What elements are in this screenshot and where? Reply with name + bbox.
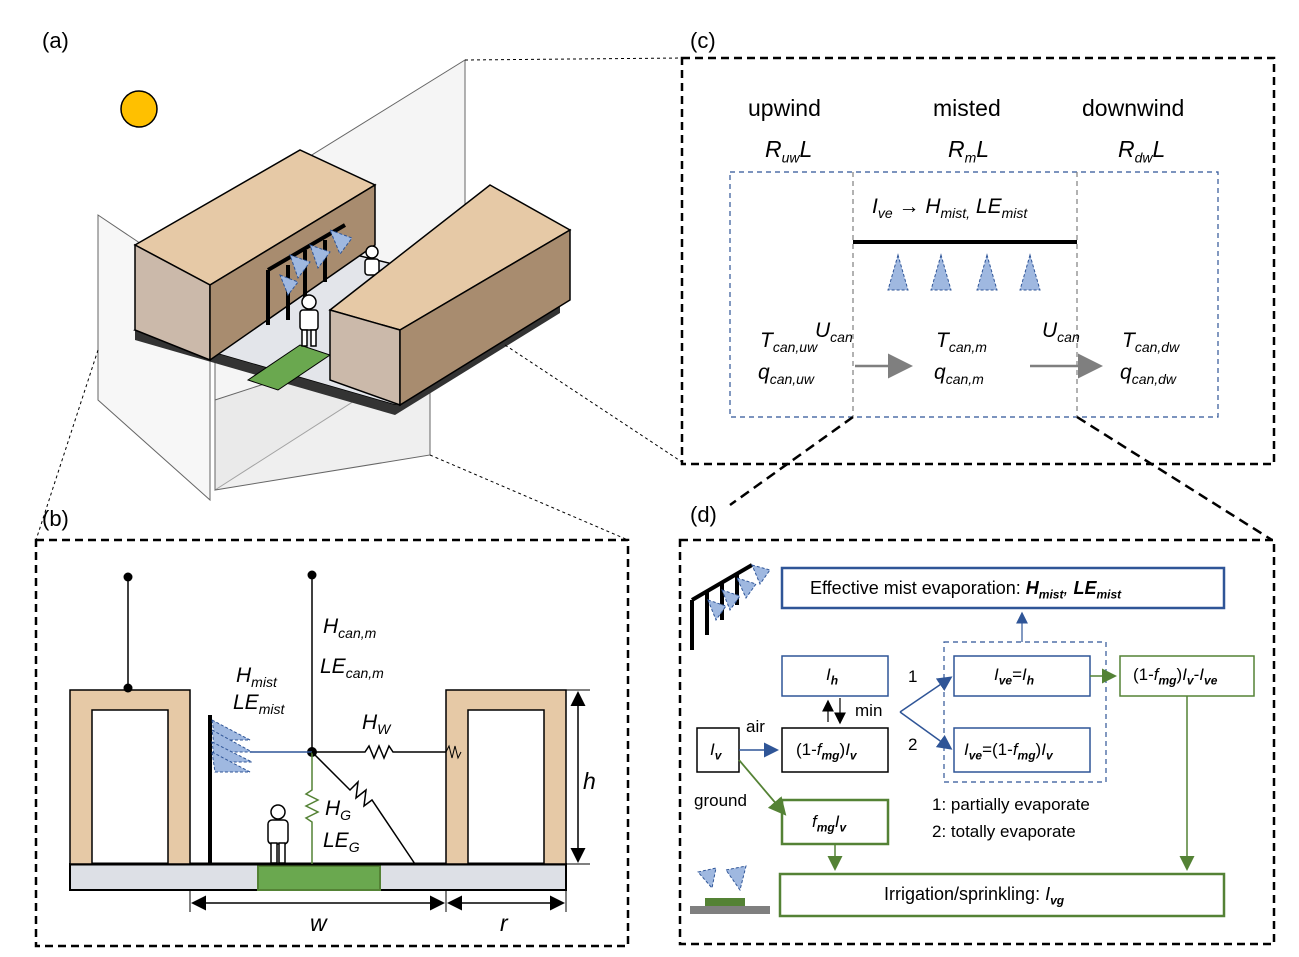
ive-ih-text: Ive=Ih [994,665,1035,688]
ive-group-box [943,641,1107,783]
wall-resistor [312,744,446,760]
panel-label-a: (a) [42,28,69,53]
legend-partial: 1: partially evaporate [932,795,1090,814]
branch-2-label: 2 [908,735,918,754]
effective-mist-box [780,566,1226,610]
w-dim-label: w [310,910,327,936]
effective-mist-text: Effective mist evaporation: Hmist, LEmis… [810,578,1122,602]
r-dim-label: r [500,910,508,936]
irrigation-box [778,872,1226,918]
panel-c-illustration [680,56,1276,542]
mist-rig-icon [690,563,771,650]
right-building [445,689,567,865]
panel-b-illustration [34,538,630,948]
pedestrian-icon-1 [364,245,380,276]
zone-downwind: downwind [1082,95,1185,121]
panel-label-c: (c) [690,28,716,53]
left-building [69,689,191,865]
canyon-domain-box [729,171,1219,418]
iv-box [696,727,740,773]
width-downwind: RdwL [1118,136,1166,166]
irrigation-text: Irrigation/sprinkling: Ivg [884,884,1065,908]
le-mist-label: LEmist [233,691,285,718]
t-can-uw: Tcan,uw [760,329,818,356]
left-building-side [209,183,376,362]
le-g-label: LEG [323,829,360,856]
panel-b-frame [34,538,630,948]
q-can-uw: qcan,uw [758,361,815,388]
t-can-m: Tcan,m [936,329,987,356]
h-mist-label: Hmist [236,664,277,691]
fmg-ground-text: fmgIv [812,812,847,835]
h-can-label: Hcan,m [323,615,377,642]
panel-a-illustration [35,57,683,541]
panel-d-illustration [678,538,1276,946]
min-label: min [855,701,883,720]
q-can-dw: qcan,dw [1120,361,1177,388]
ih-box [781,655,889,697]
air-label: air [746,717,765,736]
t-can-dw: Tcan,dw [1122,329,1180,356]
branch-1-label: 1 [908,667,918,686]
fmg-ground-box [780,798,890,846]
h-w-label: HW [362,711,391,738]
h-dim-label: h [583,768,596,794]
ground-label: ground [694,791,747,810]
mist-nozzles [887,253,1041,291]
mist-cones [279,229,353,297]
panel-label-d: (d) [690,502,717,527]
grass-patch [257,865,381,891]
remaining-box [1119,655,1255,697]
ive-total-text: Ive=(1-fmg)Iv [964,740,1053,763]
width-misted: RmL [948,136,990,166]
ive-ih-box [953,655,1091,697]
q-can-m: qcan,m [934,361,984,388]
panel-label-b: (b) [42,506,69,531]
mist-spray [211,719,253,773]
sprinkler-icon [690,865,770,914]
ground-resistor [304,752,320,864]
pedestrian-icon-2 [299,294,319,347]
zone-misted: misted [933,95,1001,121]
width-upwind: RuwL [765,136,813,166]
fmg-air-text: (1-fmg)Iv [796,740,857,763]
h-g-label: HG [325,797,352,824]
zone-upwind: upwind [748,95,821,121]
diagonal-resistor [311,751,416,865]
ih-text: Ih [826,665,839,688]
fmg-air-box [781,727,889,773]
panel-c-frame [680,56,1276,466]
ive-total-box [953,727,1091,773]
legend-total: 2: totally evaporate [932,822,1076,841]
sun-icon [120,90,158,128]
right-building-side [399,228,571,407]
u-can-label-1: Ucan [815,319,853,346]
remaining-text: (1-fmg)Iv-Ive [1133,665,1218,688]
iv-text: Iv [710,740,722,763]
panel-d-frame [678,538,1276,946]
pedestrian-icon-3 [267,804,289,864]
u-can-label-2: Ucan [1042,319,1080,346]
le-can-label: LEcan,m [320,655,384,682]
mist-equation: Ive → Hmist, LEmist [872,195,1028,222]
